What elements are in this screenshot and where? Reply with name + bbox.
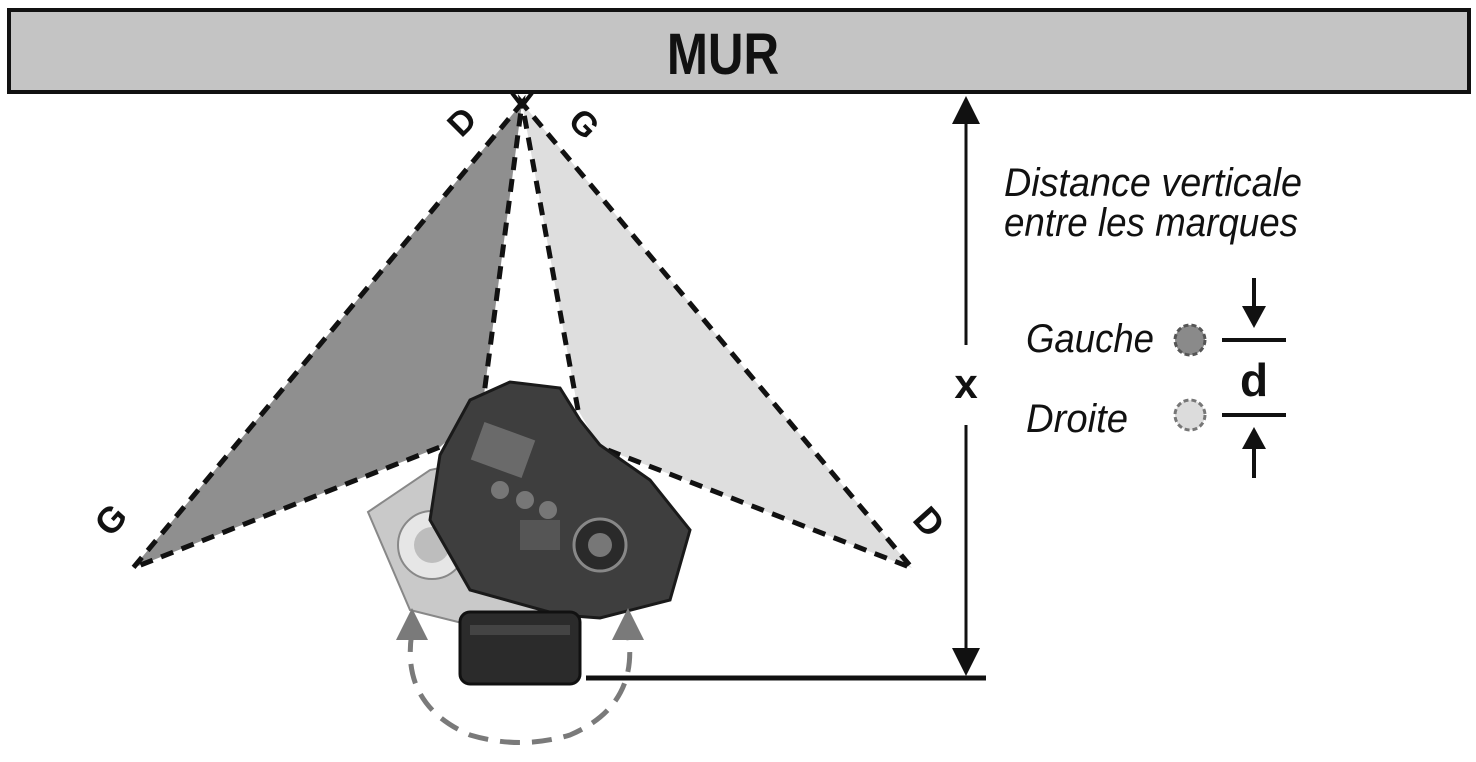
offset-symbol-d: d (1240, 354, 1268, 406)
distance-symbol-x: x (954, 360, 978, 407)
gauche-mark-icon (1173, 323, 1207, 357)
label-center-left-d: D (440, 100, 484, 144)
distance-arrow-up (952, 96, 980, 124)
label-right-far-d: D (905, 498, 953, 545)
wall-bar (7, 8, 1471, 94)
distance-indicator: x (586, 96, 986, 681)
droite-mark-icon (1173, 398, 1207, 432)
legend: Gauche Droite d (1026, 278, 1286, 478)
right-beam (517, 94, 914, 571)
offset-arrow-up-icon (1242, 427, 1266, 449)
distance-caption-line2: entre les marques (1004, 201, 1298, 245)
left-beam (131, 94, 526, 571)
beam-apex-notch (510, 91, 534, 110)
left-beam-outline (131, 94, 526, 571)
laser-level-icon (366, 380, 692, 686)
wall-label: MUR (667, 22, 779, 87)
label-center-right-g: G (561, 101, 607, 147)
right-beam-outline (517, 94, 914, 571)
left-beam-fill (133, 103, 522, 568)
rotation-arrow-icon (396, 608, 644, 745)
legend-gauche-label: Gauche (1026, 317, 1154, 361)
label-left-far-g: G (86, 496, 135, 544)
offset-arrow-down-icon (1242, 306, 1266, 328)
distance-caption-line1: Distance verticale (1004, 161, 1302, 205)
legend-droite-label: Droite (1026, 397, 1128, 441)
wall: MUR (7, 8, 1471, 94)
distance-arrow-down (952, 648, 980, 676)
